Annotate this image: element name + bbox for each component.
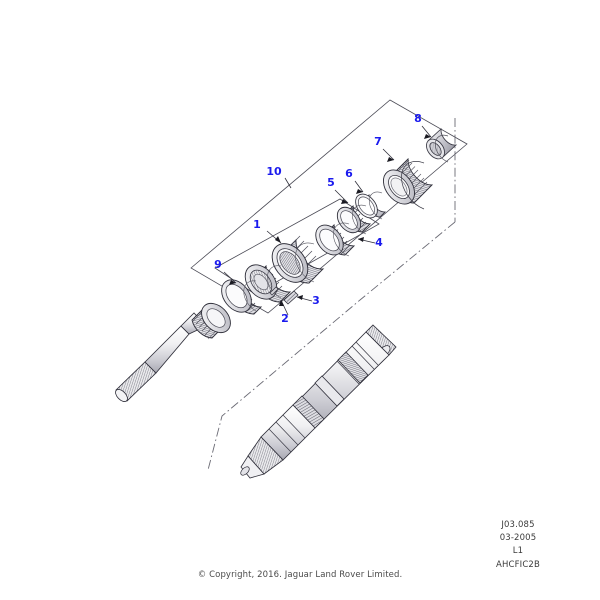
callout-leaders [223,125,432,316]
leader-7 [382,148,395,161]
part-8-bush [426,127,458,163]
callout-1: 1 [253,218,261,231]
leader-10 [284,177,292,189]
part-5-inner-synchro-ring [336,204,372,235]
ident-revision: L1 [512,546,524,557]
ident-code: AHCFIC2B [496,559,540,570]
drawing-ident-block: J03.085 03-2005 L1 AHCFIC2B [458,519,578,572]
callout-8: 8 [414,112,422,125]
part-1-synchronizer-sleeve [271,235,325,284]
part-6-outer-synchro-ring [355,191,387,220]
callout-5: 5 [327,176,335,189]
callout-arrowheads [229,134,431,306]
leader-8 [421,125,432,138]
input-shaft-assembly [115,302,231,402]
ident-date: 03-2005 [499,533,537,544]
mainshaft-assembly [240,324,397,479]
leader-5 [334,189,349,204]
ident-drawing-number: J03.085 [501,520,535,530]
part-7-gear [383,157,434,210]
callout-10: 10 [266,165,282,178]
part-4-blocker-ring [315,222,356,257]
part-3-strut-key [283,290,299,305]
part-2-synchronizer-hub [244,264,292,303]
callout-3: 3 [312,294,320,307]
callout-9: 9 [214,258,222,271]
copyright-notice: © Copyright, 2016. Jaguar Land Rover Lim… [197,570,403,580]
part-9-baulk-ring [221,279,263,315]
leader-9 [223,271,237,284]
assembly-axis-line [207,118,456,471]
callout-2: 2 [281,312,289,325]
callout-7: 7 [374,135,382,148]
callout-4: 4 [375,236,383,249]
callout-6: 6 [345,167,353,180]
leader-6 [354,180,364,193]
callout-layer: 1 2 3 4 5 6 7 8 9 10 [214,112,432,325]
